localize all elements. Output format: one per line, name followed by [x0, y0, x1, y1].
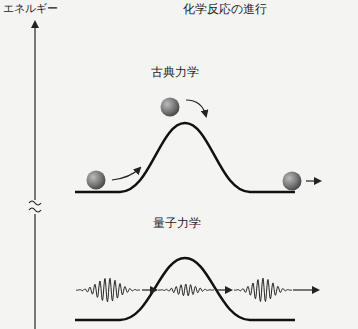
energy-axis — [29, 22, 41, 329]
wave-packet — [234, 278, 292, 301]
wave-packets — [76, 278, 292, 302]
motion-arrow — [142, 289, 156, 290]
section-label: 量子力学 — [152, 217, 202, 230]
axis-label: エネルギー — [2, 3, 59, 15]
wave-packet — [76, 278, 140, 302]
ball — [283, 172, 302, 191]
ball — [161, 98, 180, 117]
motion-arrow — [293, 289, 318, 290]
ball — [87, 171, 106, 190]
motion-arrow — [112, 168, 140, 180]
motion-arrow — [186, 100, 206, 116]
section-label: 古典力学 — [150, 66, 200, 79]
wave-packet — [158, 284, 214, 296]
motion-arrow — [217, 289, 231, 290]
motion-arrow — [306, 180, 320, 181]
classical-barrier — [75, 123, 295, 192]
axis-label: 化学反応の進行 — [182, 3, 268, 16]
quantum-barrier — [75, 258, 295, 320]
